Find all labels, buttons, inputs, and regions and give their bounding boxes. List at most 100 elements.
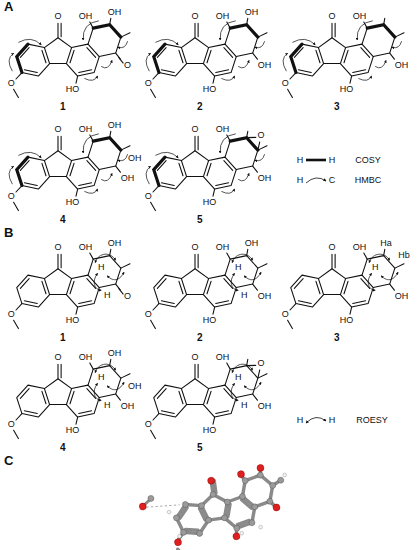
atom-label: O: [124, 60, 131, 70]
atom-label: O: [8, 191, 15, 201]
atom-label: OH: [395, 291, 409, 301]
atom-label: H: [372, 262, 379, 272]
compound-structure: [146, 131, 267, 210]
atom-label: O: [191, 11, 198, 21]
atom-label: O: [257, 130, 264, 140]
atom-label: Ha: [380, 238, 392, 248]
legend-text: HMBC: [355, 175, 382, 185]
atom-label: OH: [108, 348, 122, 358]
atom-label: OH: [216, 11, 230, 21]
atom-label: H: [297, 175, 304, 185]
atom-label: HO: [66, 425, 80, 435]
cosy-swatch: [306, 159, 326, 162]
atom-label: H: [241, 290, 248, 300]
atom-label: O: [8, 78, 15, 88]
atom-label: H: [329, 415, 336, 425]
atom-label: O: [191, 242, 198, 252]
atom-label: H: [235, 262, 242, 272]
compound-structure: [9, 131, 130, 210]
panel-letter: C: [4, 456, 13, 466]
atom-label: OH: [79, 242, 93, 252]
compound-number: 4: [60, 443, 66, 453]
roesy-swatch: [306, 417, 326, 423]
compound-structure: [9, 18, 130, 97]
atom-label: O: [328, 242, 335, 252]
atom-label: O: [54, 242, 61, 252]
atom-label: OH: [121, 173, 135, 183]
atom-label: HO: [203, 315, 217, 325]
compound-structure: [151, 249, 267, 328]
atom-label: OH: [108, 120, 122, 130]
atom-label: O: [145, 191, 152, 201]
atom-label: OH: [79, 124, 93, 134]
crystal-structure: [136, 461, 296, 550]
atom-label: O: [257, 358, 264, 368]
atom-label: OH: [108, 7, 122, 17]
atom-label: OH: [353, 11, 367, 21]
atom-label: OH: [353, 242, 367, 252]
atom-label: H: [329, 155, 336, 165]
atom-label: O: [8, 309, 15, 319]
atom-label: Hb: [398, 250, 410, 260]
compound-number: 3: [334, 102, 340, 112]
atom-label: H: [241, 400, 248, 410]
atom-label: O: [145, 78, 152, 88]
compound-number: 5: [197, 443, 203, 453]
atom-label: H: [297, 415, 304, 425]
atom-label: H: [235, 372, 242, 382]
atom-label: O: [54, 11, 61, 21]
atom-label: HO: [66, 84, 80, 94]
compound-number: 4: [60, 215, 66, 225]
atom-label: C: [329, 175, 336, 185]
panel-letter: B: [4, 228, 13, 238]
atom-label: HO: [340, 84, 354, 94]
legend-text: COSY: [355, 155, 381, 165]
compound-number: 1: [60, 102, 66, 112]
compound-number: 2: [197, 333, 203, 343]
atom-label: O: [145, 309, 152, 319]
atom-label: OH: [258, 291, 272, 301]
atom-label: OH: [258, 401, 272, 411]
legend-text: ROESY: [356, 415, 388, 425]
atom-label: OH: [128, 153, 142, 163]
atom-label: O: [282, 78, 289, 88]
panel-letter: A: [4, 2, 13, 12]
atom-label: O: [191, 352, 198, 362]
atom-label: OH: [121, 401, 135, 411]
atom-label: O: [282, 309, 289, 319]
atom-label: O: [191, 124, 198, 134]
compound-structure: [151, 359, 267, 438]
atom-label: H: [98, 262, 105, 272]
atom-label: O: [328, 11, 335, 21]
atom-label: H: [104, 290, 111, 300]
atom-label: HO: [203, 197, 217, 207]
atom-label: H: [297, 155, 304, 165]
atom-label: O: [124, 291, 131, 301]
atom-label: OH: [258, 173, 272, 183]
atom-label: HO: [203, 425, 217, 435]
compound-number: 5: [197, 215, 203, 225]
compound-structure: [146, 18, 267, 97]
atom-label: OH: [108, 238, 122, 248]
atom-label: OH: [128, 381, 142, 391]
compound-number: 1: [60, 333, 66, 343]
atom-label: OH: [216, 124, 230, 134]
atom-label: OH: [395, 60, 409, 70]
atom-label: HO: [340, 315, 354, 325]
atom-label: H: [104, 400, 111, 410]
atom-label: O: [8, 419, 15, 429]
atom-label: HO: [66, 315, 80, 325]
atom-label: OH: [245, 238, 259, 248]
atom-label: H: [98, 372, 105, 382]
compound-number: 2: [197, 102, 203, 112]
atom-label: HO: [203, 84, 217, 94]
atom-label: OH: [79, 11, 93, 21]
atom-label: OH: [258, 60, 272, 70]
atom-label: O: [54, 352, 61, 362]
compound-number: 3: [334, 333, 340, 343]
compound-structure: [14, 249, 130, 328]
hmbc-swatch: [306, 178, 326, 183]
compound-structure: [14, 359, 130, 438]
atom-label: OH: [245, 7, 259, 17]
